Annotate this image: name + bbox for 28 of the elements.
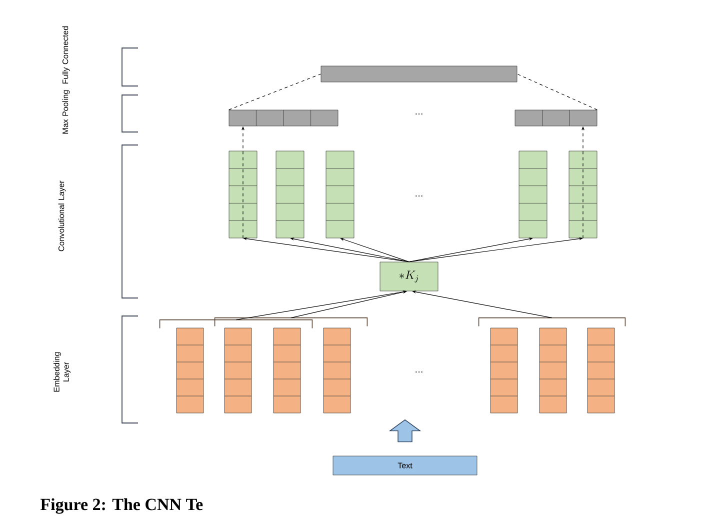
window-bracket: [159, 319, 313, 329]
dashed-line: [228, 74, 322, 110]
vector-column: [276, 150, 304, 238]
layer-label: Convolutional Layer: [58, 180, 66, 252]
vector-bar: [514, 110, 598, 126]
layer-label: Max Pooling: [62, 90, 70, 134]
window-bracket: [478, 317, 626, 327]
vector-column: [176, 328, 204, 414]
layer-label: Fully Connected: [62, 26, 70, 84]
vector-bar: [228, 110, 338, 126]
vector-column: [518, 150, 548, 238]
layer-label: Embedding Layer: [54, 352, 70, 392]
kernel-box: $* K_j$: [380, 262, 438, 292]
dashed-line: [516, 74, 598, 110]
vector-column: [539, 328, 567, 414]
vector-column: [587, 328, 615, 414]
vector-bar: [320, 66, 518, 82]
vector-column: [490, 328, 518, 414]
block-arrow: [388, 419, 422, 442]
vector-column: [224, 328, 252, 414]
vector-column: [273, 328, 301, 414]
window-bracket: [214, 317, 368, 327]
vector-column: [326, 150, 354, 238]
vector-column: [228, 150, 258, 238]
input-box: Text: [332, 456, 478, 476]
caption: Figure 2: The CNN Te: [40, 498, 203, 514]
vector-column: [323, 328, 351, 414]
vector-column: [568, 150, 598, 238]
